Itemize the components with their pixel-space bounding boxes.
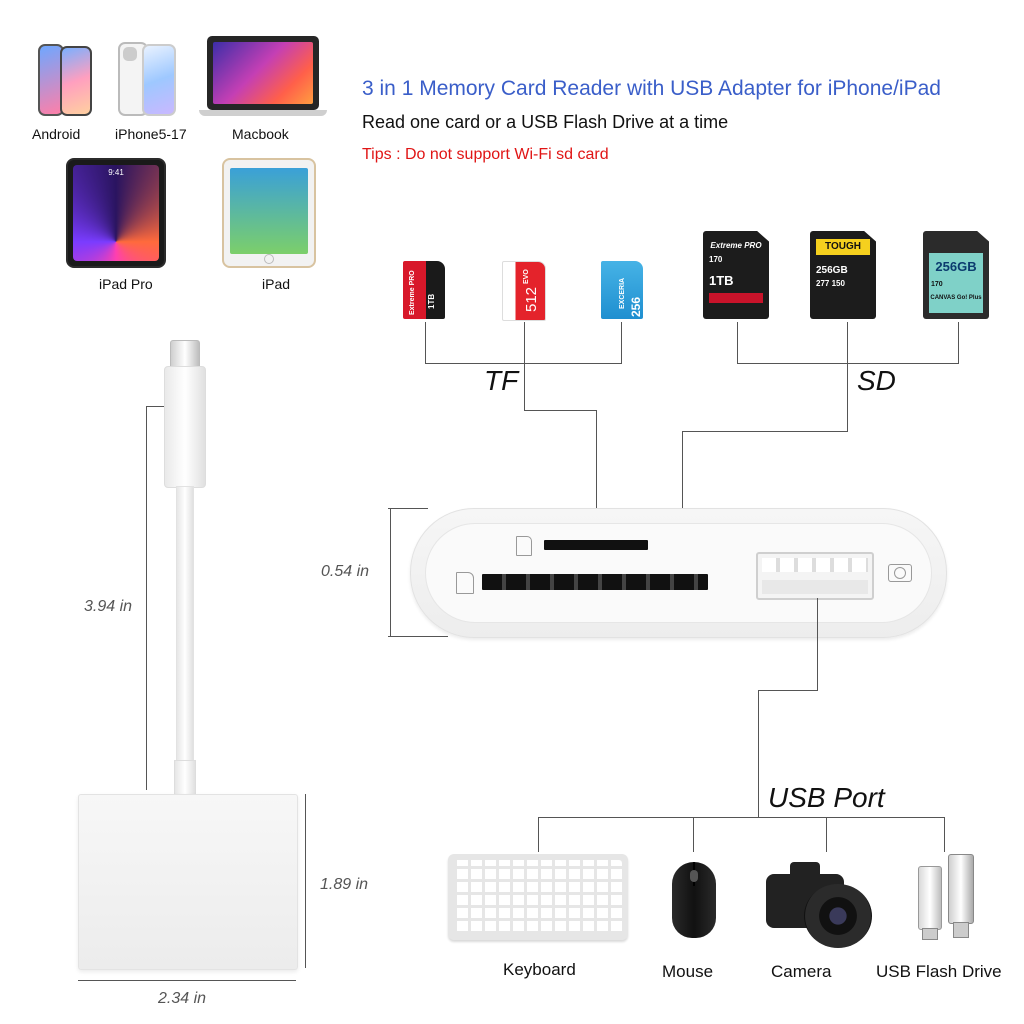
sd-card-extreme-pro: Extreme PRO 170 1TB [703, 231, 769, 319]
cable [176, 486, 194, 768]
tf-card-evo: 512 EVO [502, 261, 546, 321]
compat-ipad-label: iPad [262, 276, 291, 292]
tf-bracket [425, 322, 426, 363]
compat-ipad-pro-label: iPad Pro [99, 276, 153, 292]
usb-port-label: USB Port [768, 782, 885, 813]
sd-label: SD [857, 365, 896, 396]
ipad-icon [222, 158, 316, 268]
mouse-icon [672, 862, 716, 938]
sd-bracket [737, 322, 738, 363]
body-width-label: 2.34 in [158, 990, 207, 1007]
camera-icon [764, 856, 876, 950]
tf-card-slot[interactable] [544, 540, 648, 550]
page-title: 3 in 1 Memory Card Reader with USB Adapt… [362, 77, 941, 100]
ipad-pro-icon: 9:41 [66, 158, 166, 268]
tips-text: Tips : Do not support Wi-Fi sd card [362, 146, 609, 163]
page-subtitle: Read one card or a USB Flash Drive at a … [362, 112, 729, 132]
plug-housing [164, 366, 206, 488]
tf-card-exceria: EXCERIA 256 [601, 261, 643, 319]
reader-thickness-label: 0.54 in [321, 563, 370, 580]
card-reader-top-view [410, 508, 947, 638]
sd-slot-icon [456, 572, 474, 594]
device-label-keyboard: Keyboard [503, 960, 576, 979]
camera-port-icon [888, 564, 912, 582]
tf-card-extreme-pro: Extreme PRO 1TB [403, 261, 445, 319]
tf-slot-icon [516, 536, 532, 556]
cable-length-label: 3.94 in [84, 598, 133, 615]
hub-body [78, 794, 298, 970]
usb-c-plug [170, 340, 200, 370]
usb-port[interactable] [756, 552, 874, 600]
keyboard-icon [448, 854, 628, 940]
compat-android-label: Android [32, 126, 81, 142]
sd-card-tough: TOUGH 256GB 277 150 [810, 231, 876, 319]
device-label-camera: Camera [771, 962, 832, 981]
compat-macbook-label: Macbook [232, 126, 289, 142]
android-phone-icon [38, 44, 94, 116]
device-label-usb-flash-drive: USB Flash Drive [876, 962, 1002, 981]
macbook-icon [199, 36, 335, 118]
cable-strain-relief [174, 760, 196, 798]
iphone-icon [118, 42, 178, 118]
device-label-mouse: Mouse [662, 962, 714, 981]
tf-label: TF [484, 365, 519, 396]
sd-card-canvas-go-plus: 256GB 170 CANVAS Go! Plus [923, 231, 989, 319]
usb-flash-drive-icon [912, 852, 976, 942]
sd-card-slot[interactable] [482, 574, 708, 590]
body-height-label: 1.89 in [320, 876, 369, 893]
compat-iphone-label: iPhone5-17 [115, 126, 187, 142]
